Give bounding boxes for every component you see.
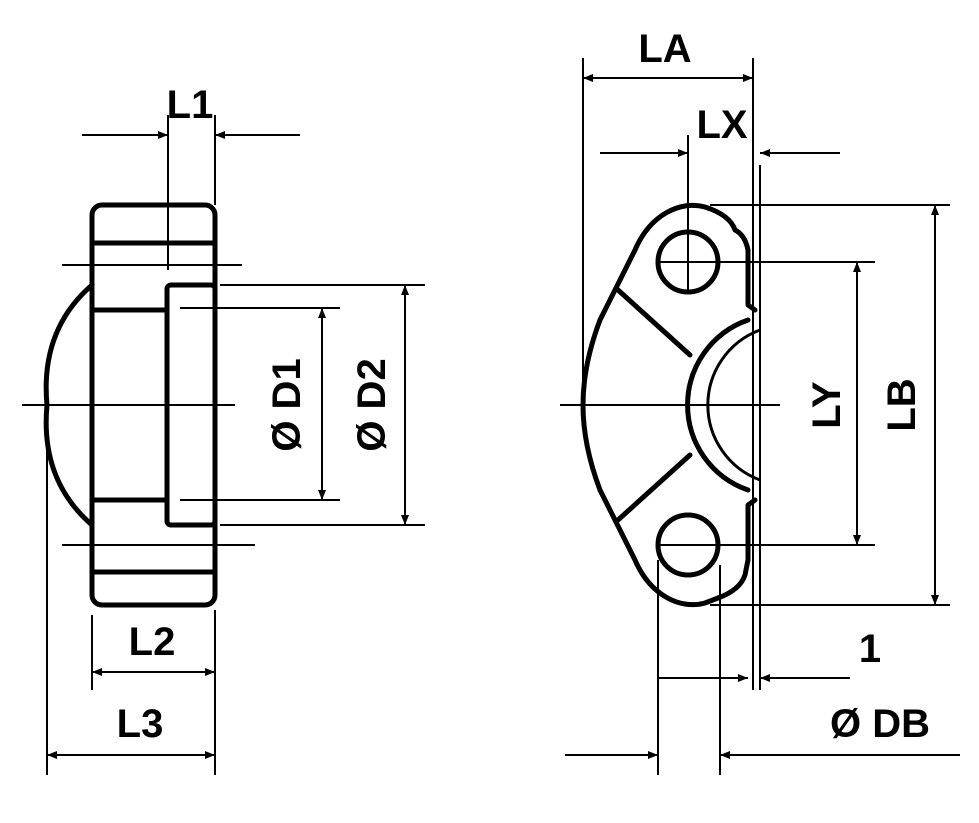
front-view: LA LX LY LB 1 Ø DB (560, 27, 960, 775)
dim-db: Ø DB (830, 702, 930, 746)
dim-d2: Ø D2 (350, 358, 394, 451)
side-view: L1 Ø D1 Ø D2 L2 L3 (22, 83, 425, 775)
dim-la: LA (638, 27, 691, 71)
dim-lx: LX (696, 103, 747, 147)
clamp-outline (580, 202, 758, 608)
dim-l3: L3 (117, 702, 164, 746)
dim-l1: L1 (167, 83, 214, 127)
dim-l2: L2 (129, 620, 176, 664)
dim-lb: LB (880, 378, 924, 431)
dim-ly: LY (805, 381, 849, 429)
dim-d1: Ø D1 (265, 358, 309, 451)
dim-1: 1 (859, 627, 881, 671)
